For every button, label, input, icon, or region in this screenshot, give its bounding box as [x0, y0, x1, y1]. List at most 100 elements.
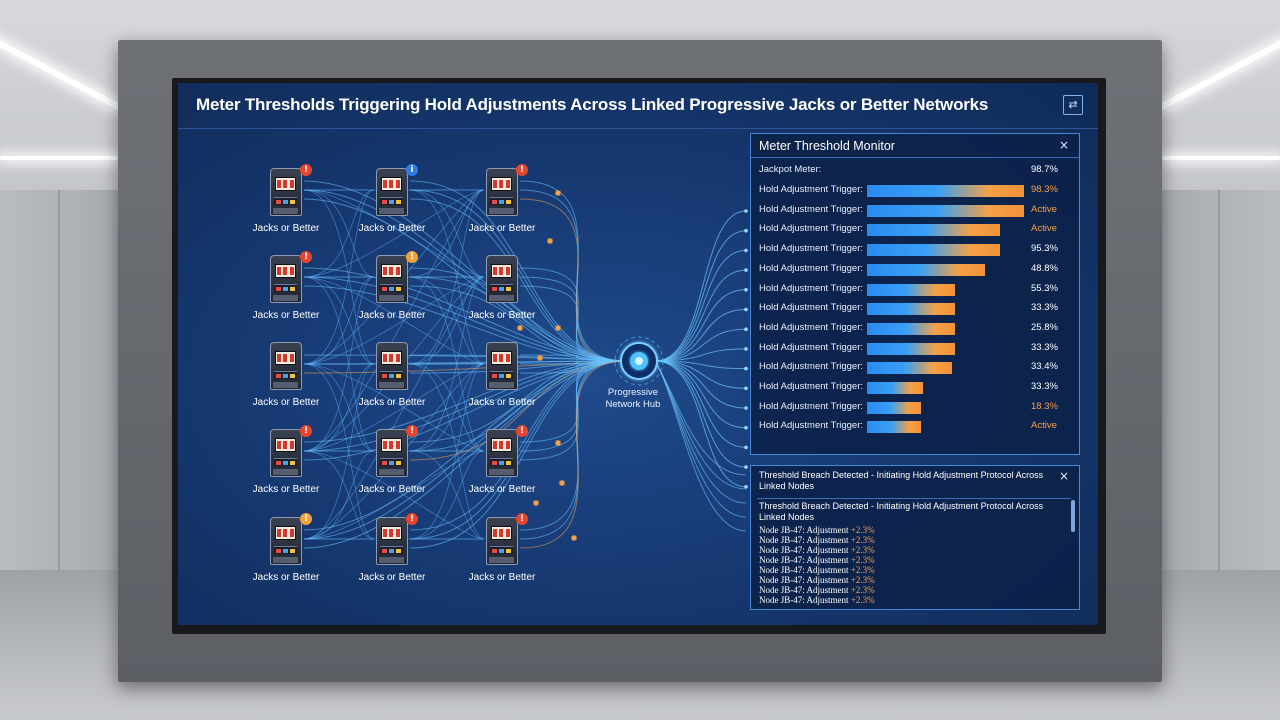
slot-machine[interactable]: !Jacks or Better [250, 164, 320, 242]
machine-label: Jacks or Better [468, 223, 536, 234]
machine-link [303, 189, 375, 278]
dashboard-screen: Meter Thresholds Triggering Hold Adjustm… [178, 83, 1098, 625]
cabinet-base [273, 382, 298, 388]
cabinet-base [489, 295, 514, 301]
reel-screen [275, 438, 296, 452]
log-entry-pct: +2.3% [850, 595, 875, 605]
hold-trigger-row: Hold Adjustment Trigger:33.3% [759, 379, 1069, 397]
slot-machine[interactable]: ! Jacks or Better [466, 164, 536, 242]
monitor-link [654, 230, 747, 362]
trigger-value: 25.8% [1031, 321, 1058, 333]
machine-label: Jacks or Better [252, 397, 320, 408]
slot-machine[interactable]: Jacks or Better [356, 342, 426, 416]
trigger-label: Hold Adjustment Trigger: [759, 184, 864, 195]
log-entry: Node JB-47: Adjustment +2.3% [759, 555, 875, 565]
trigger-value: 18.3% [1031, 400, 1058, 412]
slot-machine[interactable]: Jacks or Better [250, 342, 320, 416]
log-scrollbar[interactable] [1071, 500, 1075, 532]
close-icon[interactable]: × [1058, 138, 1069, 152]
signal-pulse [559, 480, 565, 486]
cabinet-base [273, 557, 298, 563]
signal-pulse [533, 500, 539, 506]
reel-screen [275, 526, 296, 540]
jackpot-meter-row: Jackpot Meter: 98.7% [759, 162, 1069, 180]
hold-trigger-row: Hold Adjustment Trigger:33.3% [759, 300, 1069, 318]
slot-machine[interactable]: Jacks or Better [466, 342, 536, 416]
trigger-label: Hold Adjustment Trigger: [759, 361, 864, 373]
machine-link [303, 276, 375, 452]
alert-icon: ! [516, 164, 528, 176]
slot-machine[interactable]: !Jacks or Better [466, 513, 536, 591]
hold-trigger-row: Hold Adjustment Trigger:33.3% [759, 340, 1069, 358]
button-panel [274, 371, 297, 379]
trigger-label: Hold Adjustment Trigger: [759, 262, 864, 274]
hub-label-line2: Network Hub [605, 399, 661, 410]
trigger-bar [867, 244, 1000, 257]
machine-label: Jacks or Better [358, 484, 426, 495]
breach-log-panel: Threshold Breach Detected - Initiating H… [750, 465, 1080, 610]
cabinet-base [273, 208, 298, 214]
slot-machine[interactable]: !Jacks or Better [250, 425, 320, 503]
hub-link [409, 360, 624, 540]
trigger-value: Active [1031, 203, 1057, 215]
signal-pulse [555, 440, 561, 446]
log-body[interactable]: Threshold Breach Detected - Initiating H… [757, 498, 1071, 606]
swap-icon[interactable]: ⇄ [1063, 95, 1083, 115]
log-entry: Node JB-47: Adjustment +2.3% [759, 535, 875, 545]
hub-link [303, 360, 624, 461]
log-entry: Node JB-47: Adjustment +2.3% [759, 585, 875, 595]
jackpot-meter-value: 98.7% [1031, 164, 1058, 175]
machine-link [303, 276, 485, 540]
button-panel [380, 546, 403, 554]
title-bar: Meter Thresholds Triggering Hold Adjustm… [178, 83, 1098, 129]
link-endpoint [744, 425, 748, 430]
button-panel [490, 371, 513, 379]
slot-machine-icon [486, 255, 518, 303]
trigger-value: 98.3% [1031, 184, 1058, 195]
log-first-entry: Threshold Breach Detected - Initiating H… [759, 501, 1044, 522]
hold-trigger-row: Hold Adjustment Trigger:25.8% [759, 320, 1069, 338]
machine-link [303, 189, 485, 278]
log-entry-pct: +2.3% [850, 565, 875, 575]
button-panel [490, 546, 513, 554]
slot-machine-icon [486, 168, 518, 216]
log-entry-text: Node JB-47: Adjustment [759, 595, 849, 605]
link-endpoint [744, 248, 748, 253]
slot-machine[interactable]: !Jacks or Better [250, 251, 320, 329]
cabinet-base [489, 208, 514, 214]
monitor-link [654, 210, 747, 362]
monitor-link [654, 360, 747, 370]
log-entry-text: Node JB-47: Adjustment [759, 575, 849, 585]
trigger-bar [867, 283, 955, 296]
trigger-label: Hold Adjustment Trigger: [759, 400, 864, 412]
slot-machine[interactable]: !Jacks or Better [250, 513, 320, 591]
slot-machine[interactable]: !Jacks or Better [356, 251, 426, 329]
reel-screen [491, 177, 512, 191]
trigger-bar [867, 342, 955, 355]
cabinet-base [379, 382, 404, 388]
slot-machine[interactable]: !Jacks or Better [356, 513, 426, 591]
trigger-label: Hold Adjustment Trigger: [759, 381, 864, 392]
reel-screen [275, 351, 296, 365]
slot-machine-icon [486, 429, 518, 477]
hold-trigger-row: Hold Adjustment Trigger:Active [759, 202, 1069, 220]
machine-label: Jacks or Better [252, 223, 320, 234]
slot-machine[interactable]: !Jacks or Better [356, 425, 426, 503]
slot-machine[interactable]: Jacks or Better [466, 255, 536, 329]
signal-pulse [571, 535, 577, 541]
machine-link [409, 450, 485, 540]
slot-machine[interactable]: !Jacks or Better [466, 425, 536, 503]
monitor-link [654, 348, 747, 362]
reel-screen [491, 438, 512, 452]
trigger-value: Active [1031, 223, 1057, 235]
hub-link [303, 276, 624, 362]
trigger-value: Active [1031, 420, 1057, 432]
hub-link [303, 180, 624, 362]
link-endpoint [744, 386, 748, 391]
network-hub-icon[interactable] [614, 336, 664, 386]
log-entry-text: Node JB-47: Adjustment [759, 535, 849, 545]
slot-machine-icon [486, 517, 518, 565]
trigger-value: 33.3% [1031, 302, 1058, 314]
close-icon[interactable]: × [1058, 469, 1069, 483]
